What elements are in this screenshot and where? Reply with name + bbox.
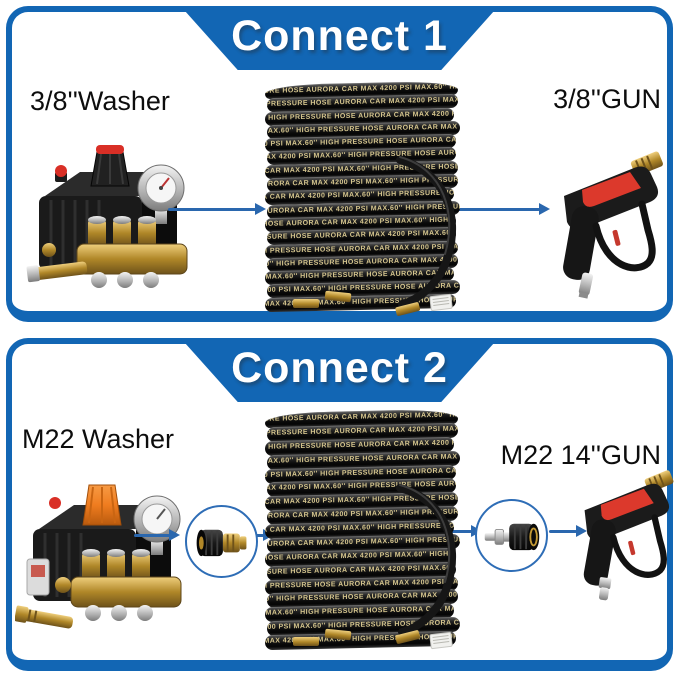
hose-brass-fitting — [293, 637, 319, 646]
adapter-circle — [185, 505, 258, 578]
hose-photo: AURORA CAR MAX 4200 PSI MAX.60'' HIGH PR… — [265, 408, 460, 651]
gun-illustration — [563, 151, 663, 299]
hose-label-tag — [429, 293, 453, 312]
gun-photo — [550, 146, 668, 306]
banner-connect-2: Connect 2 — [180, 338, 499, 402]
hose-brass-fitting — [293, 299, 319, 308]
hose-tail — [395, 156, 457, 316]
pump-photo — [14, 473, 195, 650]
right-item-label: M22 14''GUN — [500, 440, 661, 470]
hose-tail — [395, 484, 457, 644]
right-item-label: 3/8''GUN — [553, 84, 661, 114]
banner-connect-1: Connect 1 — [180, 6, 499, 70]
pump-photo — [25, 138, 200, 315]
arrow-right-icon — [134, 529, 180, 541]
left-item-label: M22 Washer — [22, 424, 175, 454]
panel-connect-1: Connect 1 3/8''Washer 3/8''GUN — [6, 6, 673, 322]
panel-connect-2: Connect 2 M22 Washer M22 14''GUN — [6, 338, 674, 671]
panel-title: Connect 1 — [231, 11, 448, 60]
hose-photo: AURORA CAR MAX 4200 PSI MAX.60'' HIGH PR… — [265, 80, 460, 316]
pump-illustration — [26, 145, 188, 288]
pump-illustration — [14, 484, 182, 629]
hose-label-tag — [429, 631, 453, 650]
arrow-right-icon — [549, 525, 587, 537]
adapter-circle — [475, 499, 548, 572]
m22-swivel-adapter-photo — [484, 523, 539, 550]
panel-title: Connect 2 — [231, 343, 448, 392]
m22-adapter-photo — [196, 529, 246, 556]
gun-illustration — [583, 470, 674, 601]
gun-photo — [572, 462, 678, 613]
arrow-right-icon — [168, 203, 266, 215]
left-item-label: 3/8''Washer — [30, 86, 170, 116]
arrow-right-icon — [452, 203, 550, 215]
